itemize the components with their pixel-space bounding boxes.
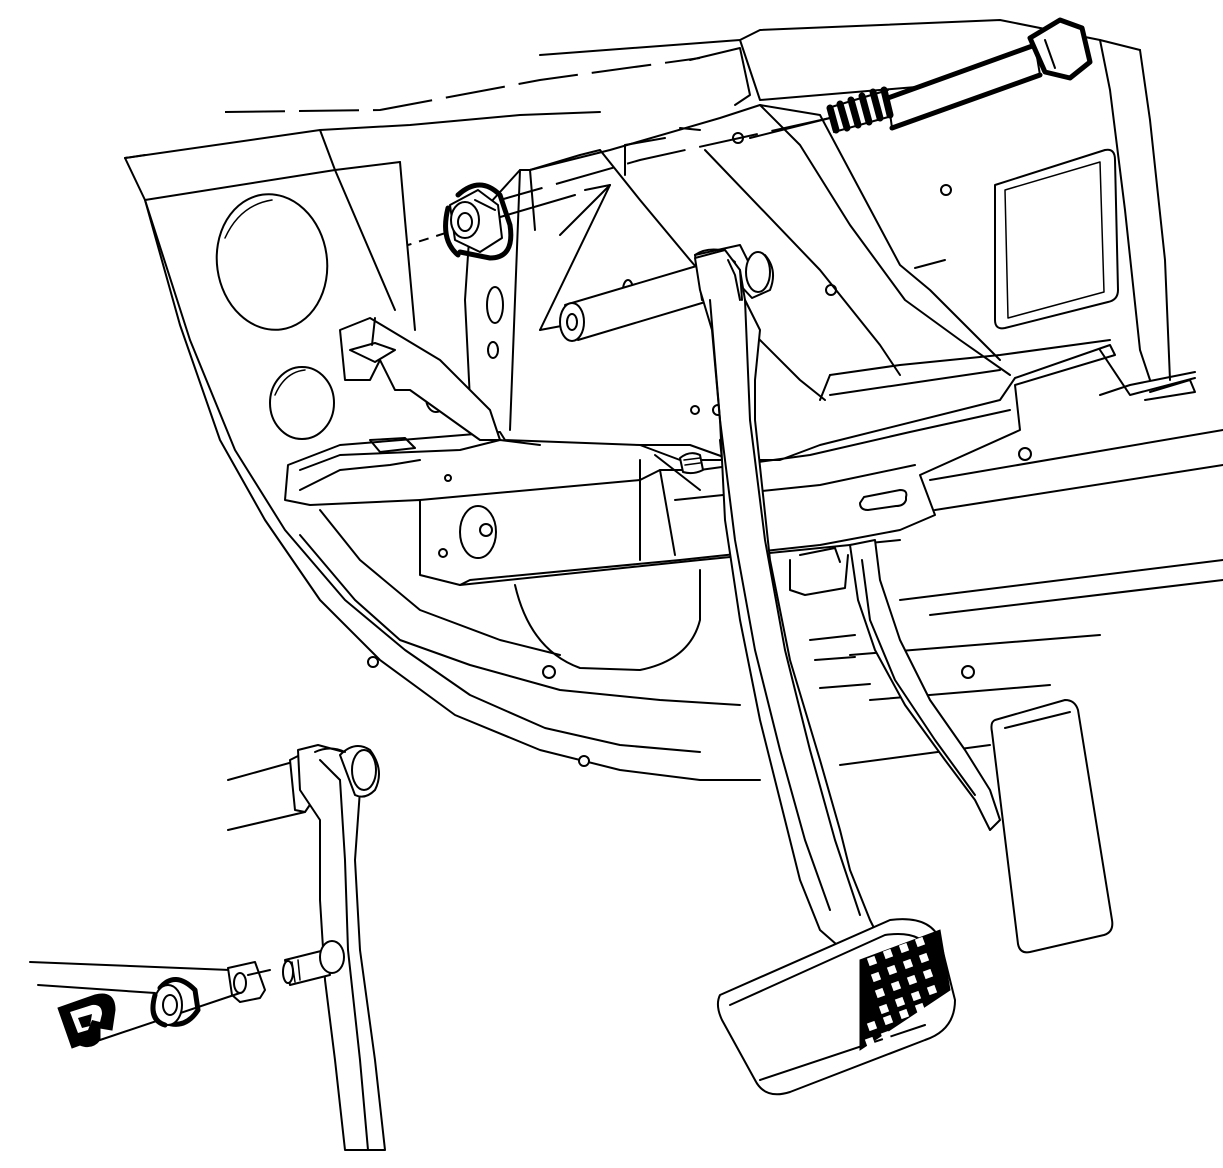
- pivot-nut: [443, 182, 514, 261]
- retainer-clip: [57, 993, 116, 1049]
- washer: [150, 977, 201, 1028]
- accelerator-pedal: [849, 539, 1114, 954]
- brake-pedal-pad: [716, 918, 956, 1096]
- detail-pedal-arm: [227, 744, 386, 1151]
- clevis-pin: [282, 940, 345, 986]
- pivot-bolt: [826, 17, 1093, 134]
- bolt-axis-line: [224, 57, 831, 246]
- pedal-tread-pattern: [859, 929, 951, 1051]
- cowl-panel: [124, 19, 1223, 781]
- brake-pedal-arm: [694, 249, 881, 966]
- pushrod-clevis: [29, 961, 271, 1003]
- pedal-bracket: [284, 104, 1196, 596]
